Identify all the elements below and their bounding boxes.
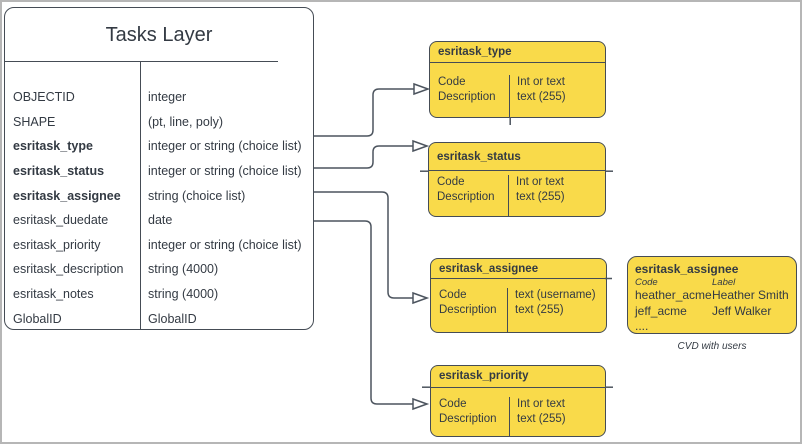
domain-type: Int or text [517, 76, 565, 88]
cvd-row: jeff_acme Jeff Walker [635, 304, 796, 320]
field-type: GlobalID [148, 311, 197, 326]
domain-field: Description [438, 91, 496, 103]
field-type: date [148, 213, 173, 228]
domain-field: Code [438, 76, 466, 88]
domain-type: Int or text [517, 397, 565, 410]
field-name: OBJECTID [13, 90, 75, 105]
field-name: esritask_duedate [13, 213, 109, 228]
connector-esritask-status [314, 145, 413, 169]
domain-field: Description [437, 191, 495, 203]
domain-field-column: Code Description [430, 75, 510, 117]
field-type: integer [148, 90, 187, 105]
domain-table-title: esritask_priority [431, 366, 605, 388]
cvd-col-header-label: Label [712, 277, 736, 288]
domain-table-title: esritask_assignee [431, 259, 606, 279]
field-type: integer or string (choice list) [148, 164, 302, 179]
cvd-caption: CVD with users [677, 341, 747, 352]
domain-type: text (255) [517, 91, 566, 103]
field-name: esritask_priority [13, 237, 101, 252]
domain-type-column: Int or text text (255) [509, 175, 565, 216]
open-arrow-icon [413, 82, 431, 96]
tasks-layer-table: Tasks Layer OBJECTID integer SHAPE (pt, … [4, 7, 314, 330]
connector-esritask-assignee [314, 191, 413, 299]
domain-field-column: Code Description [429, 175, 509, 216]
connector-esritask-type [314, 88, 414, 137]
domain-type: text (255) [515, 304, 564, 316]
column-divider [139, 61, 141, 329]
domain-field: Code [439, 397, 467, 410]
field-name: esritask_notes [13, 287, 94, 302]
domain-type: text (username) [515, 289, 596, 301]
field-type: string (choice list) [148, 188, 246, 203]
field-row-shape: SHAPE (pt, line, poly) [5, 110, 313, 135]
domain-field: Description [439, 412, 497, 425]
connector-esritask-priority [314, 220, 413, 405]
domain-table-body: Code Description Int or text text (255) [431, 388, 605, 437]
domain-table-body: Code Description text (username) text (2… [431, 279, 606, 332]
field-row-esritask-priority: esritask_priority integer or string (cho… [5, 233, 313, 258]
tasks-layer-title: Tasks Layer [105, 24, 213, 46]
open-arrow-icon [412, 139, 430, 153]
cvd-header-row: Code Label [635, 277, 796, 288]
field-type: string (4000) [148, 262, 219, 277]
domain-table-body: Code Description Int or text text (255) [430, 63, 605, 117]
domain-type-column: Int or text text (255) [510, 397, 566, 437]
cvd-row: heather_acme Heather Smith [635, 288, 796, 304]
domain-type: text (255) [517, 412, 566, 425]
field-type: string (4000) [148, 287, 219, 302]
domain-table-esritask-status: esritask_status Code Description Int or … [428, 142, 606, 217]
domain-type: Int or text [516, 176, 564, 188]
field-row-globalid: GlobalID GlobalID [5, 306, 313, 331]
domain-table-esritask-priority: esritask_priority Code Description Int o… [430, 365, 606, 437]
cvd-label: Jeff Walker [712, 303, 772, 318]
field-row-esritask-status: esritask_status integer or string (choic… [5, 159, 313, 184]
open-arrow-icon [412, 291, 430, 305]
field-name: esritask_description [13, 262, 124, 277]
domain-field: Code [437, 176, 465, 188]
domain-field-column: Code Description [431, 396, 510, 436]
title-divider [5, 60, 278, 62]
domain-table-title: esritask_status [429, 143, 605, 171]
cvd-code: jeff_acme [635, 303, 687, 318]
domain-type-column: text (username) text (255) [508, 288, 596, 332]
cvd-ellipsis: .... [635, 319, 649, 333]
open-arrow-icon [412, 397, 430, 411]
field-name: esritask_type [13, 139, 93, 154]
field-name: SHAPE [13, 114, 56, 129]
domain-field-column: Code Description [431, 288, 508, 332]
domain-table-body: Code Description Int or text text (255) [429, 171, 605, 216]
domain-table-esritask-assignee: esritask_assignee Code Description text … [430, 258, 607, 333]
domain-type: text (255) [516, 191, 565, 203]
field-row-esritask-type: esritask_type integer or string (choice … [5, 134, 313, 159]
field-type: integer or string (choice list) [148, 237, 302, 252]
field-name: esritask_assignee [13, 188, 121, 203]
cvd-table-esritask-assignee: esritask_assignee Code Label heather_acm… [627, 256, 797, 334]
cvd-label: Heather Smith [712, 288, 789, 302]
field-row-objectid: OBJECTID integer [5, 85, 313, 110]
cvd-table-title: esritask_assignee [635, 262, 739, 276]
field-type: (pt, line, poly) [148, 114, 224, 129]
domain-field: Code [439, 289, 467, 301]
field-list: OBJECTID integer SHAPE (pt, line, poly) … [5, 85, 313, 331]
cvd-code: heather_acme [635, 288, 712, 302]
domain-table-esritask-type: esritask_type Code Description Int or te… [429, 41, 606, 118]
cvd-col-header-code: Code [635, 277, 658, 288]
field-type: integer or string (choice list) [148, 139, 302, 154]
field-row-esritask-duedate: esritask_duedate date [5, 208, 313, 233]
field-row-esritask-description: esritask_description string (4000) [5, 257, 313, 282]
field-name: GlobalID [13, 311, 62, 326]
domain-field: Description [439, 304, 497, 316]
field-row-esritask-notes: esritask_notes string (4000) [5, 282, 313, 307]
domain-table-title: esritask_type [430, 42, 605, 63]
domain-type-column: Int or text text (255) [510, 75, 566, 117]
field-row-esritask-assignee: esritask_assignee string (choice list) [5, 183, 313, 208]
field-name: esritask_status [13, 164, 105, 179]
